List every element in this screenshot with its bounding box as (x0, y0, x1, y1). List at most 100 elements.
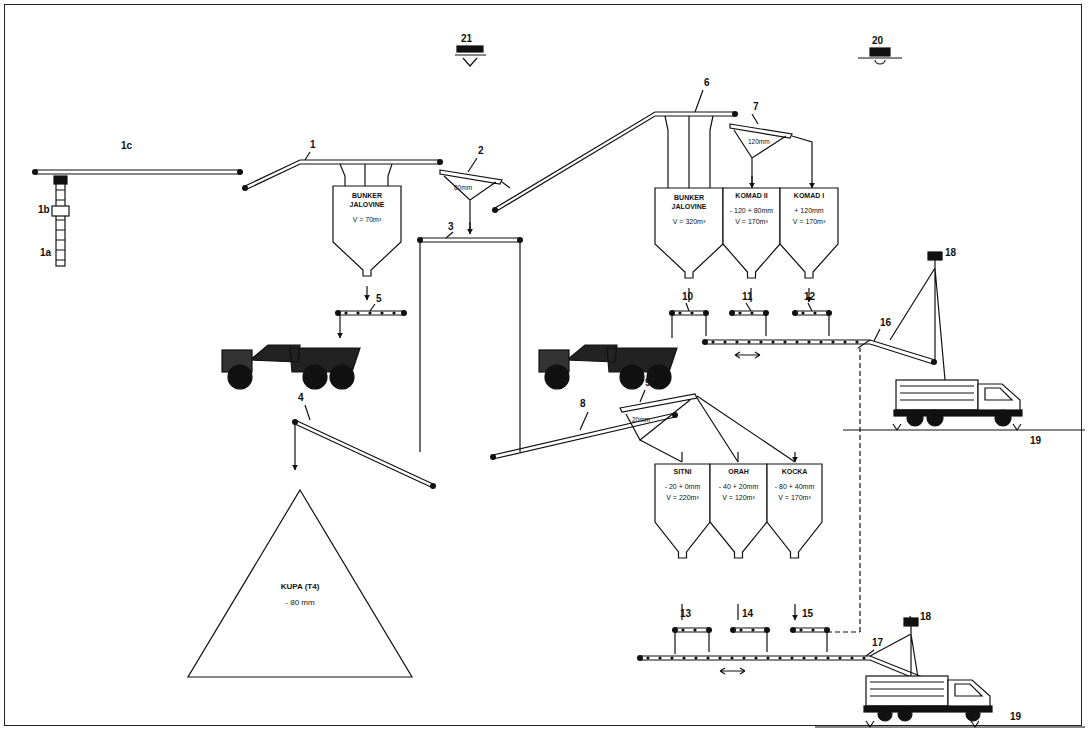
drawing-part (545, 365, 569, 389)
drawing-part (831, 340, 834, 343)
bunker-name: ORAH (712, 468, 765, 477)
drawing-part (658, 656, 661, 659)
drawing-part (732, 111, 738, 117)
drawing-part (678, 311, 681, 314)
drawing-part (430, 483, 436, 489)
chute (640, 396, 795, 462)
dashed-line (827, 631, 860, 632)
flow-arrow (339, 315, 340, 338)
leader-line (305, 90, 935, 656)
drawing-part (368, 311, 371, 314)
drawing-part (750, 311, 753, 314)
callout-number: 20 (872, 36, 883, 46)
node-text: KUPA (T4)- 80 mm (188, 490, 412, 608)
bunker-spec: V = 320m³ (657, 218, 721, 227)
callout-number: 18 (920, 612, 931, 622)
node-outline (655, 464, 710, 558)
drawing-part (819, 340, 822, 343)
bunker-name: KUPA (T4) (190, 582, 410, 592)
drawing-part (56, 190, 65, 260)
node-text: BUNKER JALOVINE V = 320m³ (655, 188, 723, 226)
screen-size: - 20mm (628, 417, 650, 424)
outline-path (723, 188, 780, 278)
drawing-part (672, 311, 706, 315)
drawing-part (896, 380, 978, 410)
drawing-part (890, 260, 945, 380)
drawing-part (811, 628, 814, 631)
drawing-part (344, 311, 347, 314)
callout-number: 19 (1030, 436, 1041, 446)
drawing-part (799, 628, 802, 631)
node-outline (333, 186, 401, 276)
drawing-part (492, 207, 498, 213)
drawing-part (778, 656, 781, 659)
storage-bunker: BUNKER JALOVINE V = 320m³ (655, 188, 723, 278)
callout-number: 11 (742, 292, 753, 302)
chute (420, 242, 520, 452)
callout-number: 9 (645, 378, 651, 388)
bunker-spec: + 120mm (782, 207, 836, 216)
drawing-part (295, 420, 433, 488)
callout-number: 2 (478, 146, 484, 156)
node-text: KOMAD I+ 120mmV = 170m³ (780, 188, 838, 226)
callout-number: 1 (310, 140, 316, 150)
outline-path (780, 188, 838, 278)
flow-arrow (366, 286, 367, 300)
symbol (858, 48, 902, 64)
node-text: ORAH- 40 + 20mmV = 120m³ (710, 464, 767, 502)
drawing-part (870, 682, 944, 696)
drawing-part (693, 628, 696, 631)
drawing-part (620, 365, 644, 389)
bunker-spec: - 80 + 40mm (769, 483, 820, 492)
callout-number: 1b (38, 205, 50, 215)
bunker-name: KOCKA (769, 468, 820, 477)
drawing-part (898, 707, 912, 721)
chute (792, 136, 812, 188)
outline-path (333, 186, 401, 276)
drawing-part (690, 311, 693, 314)
drawing-part (792, 310, 798, 316)
dump-truck (222, 345, 360, 389)
screen-size: 120mm (748, 139, 770, 146)
drawing-part (729, 310, 735, 316)
callout-number: 10 (682, 292, 693, 302)
chute (340, 164, 392, 186)
drawing-part (32, 169, 38, 175)
drawing-part (495, 112, 735, 212)
reversing-arrow (720, 668, 745, 674)
drawing-part (850, 656, 853, 659)
drawing-part (855, 340, 858, 343)
drawing-part (490, 454, 496, 460)
node-outline (710, 464, 767, 558)
drawing-part (931, 359, 937, 365)
tipper-truck (864, 676, 992, 721)
bucket-elevator (52, 176, 69, 266)
outline-path (655, 188, 723, 278)
node-outline (780, 188, 838, 278)
drawing-part (814, 656, 817, 659)
callout-number: 17 (872, 638, 883, 648)
chute (665, 116, 713, 188)
drawing-part (392, 311, 395, 314)
drawing-part (985, 388, 1012, 400)
callout-number: 6 (704, 78, 710, 88)
drawing-part (928, 252, 942, 260)
vibrating-screen (440, 170, 502, 232)
storage-bunker: KOMAD II- 120 + 80mmV = 170m³ (723, 188, 780, 278)
bunker-name: BUNKER JALOVINE (657, 194, 721, 212)
drawing-part (338, 311, 404, 315)
bunker-spec: V = 170m³ (782, 218, 836, 227)
bunker-spec: V = 70m³ (335, 216, 399, 225)
outline-path (710, 464, 767, 558)
drawing-part (681, 628, 684, 631)
callout-number: 3 (448, 222, 454, 232)
drawing-part (672, 412, 678, 418)
bunker-spec: - 40 + 20mm (712, 483, 765, 492)
vibrating-screen (620, 394, 697, 440)
storage-bunker: SITNI- 20 + 0mmV = 220m³ (655, 464, 710, 558)
drawing-part (826, 656, 829, 659)
drawing-part (420, 238, 520, 242)
drawing-part (237, 169, 243, 175)
drawing-part (711, 340, 714, 343)
bunker-name: KOMAD II (725, 192, 778, 201)
